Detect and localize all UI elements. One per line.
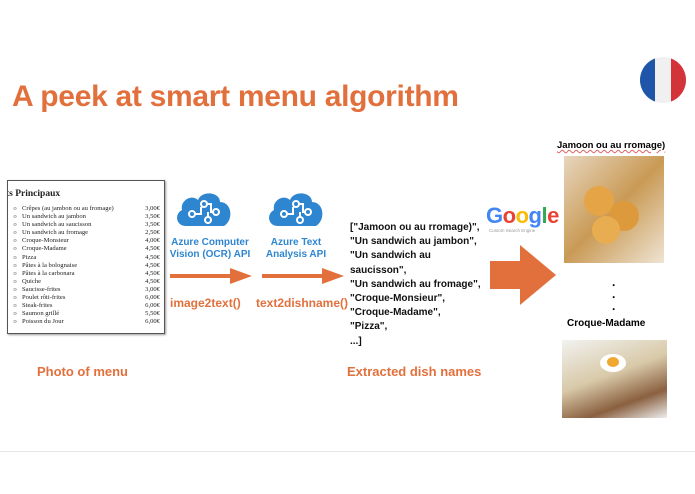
menu-item-price: 6,00€ — [145, 302, 160, 310]
menu-item-name: Pizza — [22, 253, 37, 261]
menu-item: o Pizza 4,50€ — [8, 254, 164, 262]
bullet-icon: o — [13, 253, 17, 261]
menu-item-name: Quiche — [22, 277, 42, 285]
menu-item-price: 4,50€ — [145, 245, 160, 253]
menu-item: o Quiche 4,50€ — [8, 278, 164, 286]
menu-item-price: 4,50€ — [145, 277, 160, 285]
extracted-dish-list: ["Jamoon ou au rromage)", "Un sandwich au… — [350, 221, 481, 349]
menu-heading: ts Principaux — [7, 189, 61, 199]
bullet-icon: o — [13, 261, 17, 269]
big-arrow-icon — [490, 245, 556, 305]
azure-brain-icon — [177, 193, 231, 226]
google-cse-label: Custom Search Engine — [489, 228, 536, 233]
dish-name-line: "Pizza", — [350, 321, 388, 333]
menu-item-name: Un sandwich au saucisson — [22, 221, 92, 229]
menu-item-name: Crêpes (au jambon ou au fromage) — [22, 205, 114, 212]
menu-item-price: 4,50€ — [145, 269, 160, 277]
bullet-icon: o — [13, 237, 17, 245]
menu-item-name: Croque-Monsieur — [22, 237, 69, 245]
dish-name-line: ...] — [350, 335, 362, 347]
menu-item: o Pâtes à la carbonara 4,50€ — [8, 270, 164, 278]
menu-item: o Croque-Madame 4,50€ — [8, 245, 164, 253]
menu-item-price: 2,50€ — [145, 229, 160, 237]
menu-item-price: 3,50€ — [145, 221, 160, 229]
text2dishname-label: text2dishname() — [256, 296, 349, 310]
dish-name-line: "Un sandwich au jambon", — [350, 236, 477, 248]
google-logo: Google — [486, 203, 559, 228]
france-flag-icon — [640, 57, 686, 103]
jamoon-photo — [564, 156, 664, 263]
bullet-icon: o — [13, 269, 17, 277]
bullet-icon: o — [13, 285, 17, 293]
dish-name-line: "Croque-Madame", — [350, 307, 441, 319]
arrow-icon — [262, 268, 344, 284]
menu-item-name: Saumon grillé — [22, 310, 60, 318]
menu-item-name: Pâtes à la bolognaise — [22, 261, 78, 269]
menu-item-price: 3,00€ — [145, 205, 160, 212]
arrow-icon — [170, 268, 252, 284]
result-first-label: Jamoon ou au rromage) — [557, 140, 666, 151]
bullet-icon: o — [13, 245, 17, 253]
result-last-label: Croque-Madame — [567, 318, 646, 329]
bullet-icon: o — [13, 229, 17, 237]
menu-item-name: Saucisse-frites — [22, 285, 61, 293]
menu-item: o Pâtes à la bolognaise 4,50€ — [8, 262, 164, 270]
dish-name-line: "Croque-Monsieur", — [350, 293, 446, 305]
menu-item-price: 6,00€ — [145, 294, 160, 302]
menu-item-name: Croque-Madame — [22, 245, 67, 253]
menu-item: o Un sandwich au jambon 3,50€ — [8, 213, 164, 221]
menu-item-price: 5,50€ — [145, 310, 160, 318]
dish-name-line: saucisson", — [350, 264, 407, 276]
menu-item-name: Poisson du Jour — [22, 318, 64, 326]
menu-item-name: Steak-frites — [22, 302, 53, 310]
bullet-icon: o — [13, 318, 17, 326]
bullet-icon: o — [13, 221, 17, 229]
menu-item-name: Un sandwich au fromage — [22, 229, 89, 237]
photo-caption: Photo of menu — [37, 364, 128, 379]
menu-item-price: 3,50€ — [145, 213, 160, 221]
dish-name-line: ["Jamoon ou au rromage)", — [350, 222, 480, 233]
menu-item-name: Poulet rôti-frites — [22, 294, 66, 302]
bullet-icon: o — [13, 277, 17, 285]
menu-item: o Un sandwich au saucisson 3,50€ — [8, 221, 164, 229]
dish-name-line: "Un sandwich au — [350, 250, 431, 262]
bullet-icon: o — [13, 294, 17, 302]
menu-item: o Steak-frites 6,00€ — [8, 302, 164, 310]
menu-item-price: 4,50€ — [145, 253, 160, 261]
bullet-icon: o — [13, 213, 17, 221]
ellipsis-dots: ... — [612, 275, 616, 313]
bullet-icon: o — [13, 205, 17, 212]
menu-photo: ts Principaux o Crêpes (au jambon ou au f… — [7, 180, 165, 334]
menu-item: o Poisson du Jour 6,00€ — [8, 318, 164, 326]
image2text-label: image2text() — [170, 296, 241, 310]
menu-item: o Un sandwich au fromage 2,50€ — [8, 229, 164, 237]
divider — [0, 451, 695, 452]
menu-item-name: Un sandwich au jambon — [22, 213, 86, 221]
croque-madame-photo — [562, 340, 667, 418]
menu-item-price: 3,00€ — [145, 285, 160, 293]
menu-item: o Croque-Monsieur 4,00€ — [8, 237, 164, 245]
bullet-icon: o — [13, 302, 17, 310]
menu-item: o Crêpes (au jambon ou au fromage) 3,00€ — [8, 205, 164, 213]
slide-title: A peek at smart menu algorithm — [12, 80, 459, 113]
dish-name-line: "Un sandwich au fromage", — [350, 278, 481, 290]
menu-item: o Saumon grillé 5,50€ — [8, 310, 164, 318]
menu-item-price: 4,50€ — [145, 261, 160, 269]
menu-item-price: 6,00€ — [145, 318, 160, 326]
menu-item-name: Pâtes à la carbonara — [22, 269, 75, 277]
bullet-icon: o — [13, 310, 17, 318]
azure-brain-icon — [269, 193, 323, 226]
menu-item: o Saucisse-frites 3,00€ — [8, 286, 164, 294]
menu-item: o Poulet rôti-frites 6,00€ — [8, 294, 164, 302]
menu-item-price: 4,00€ — [145, 237, 160, 245]
extracted-caption: Extracted dish names — [347, 364, 482, 379]
